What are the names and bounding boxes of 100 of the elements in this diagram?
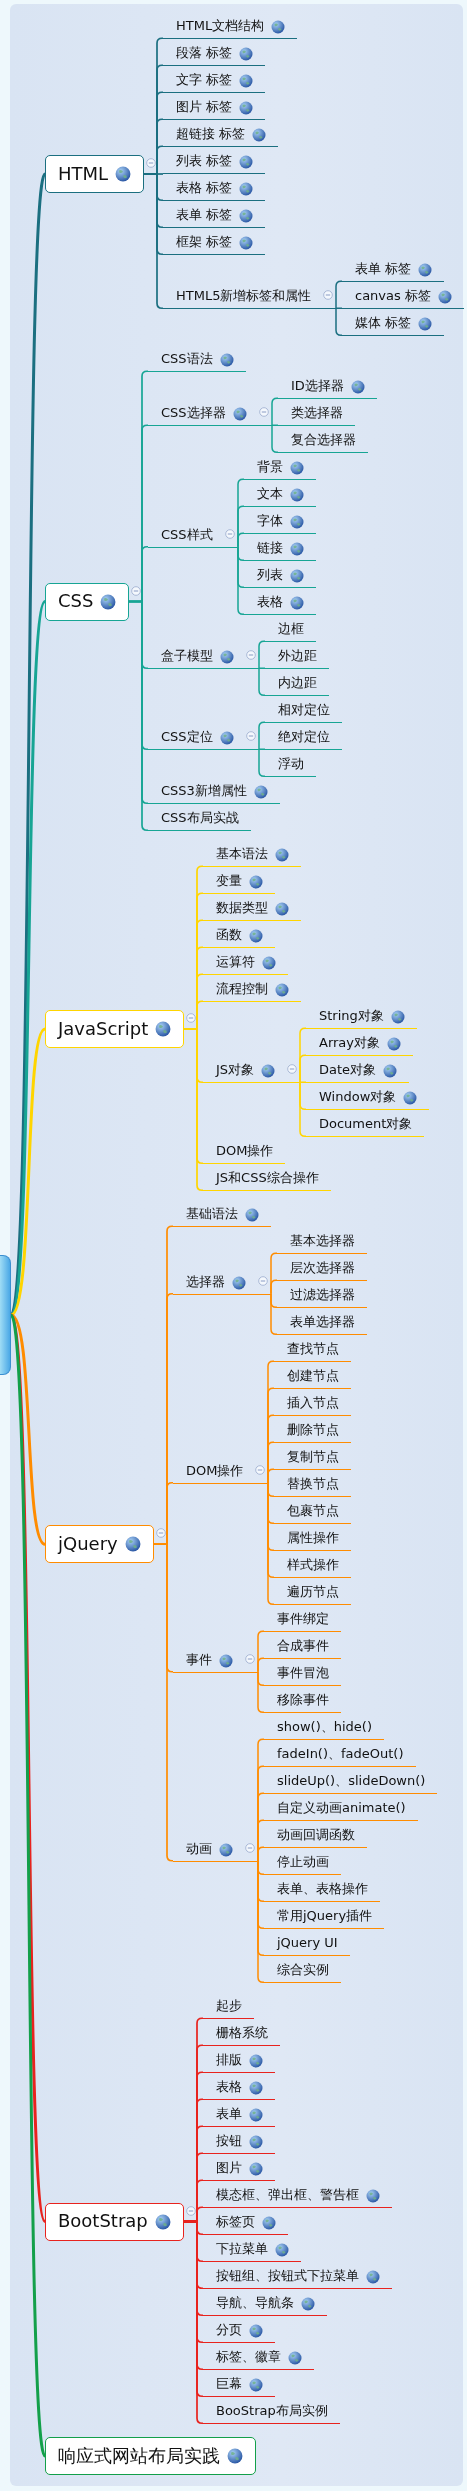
topic-label: fadeIn()、fadeOut() [277,1747,404,1762]
branch-line [299,1081,307,1137]
topic-label: 起步 [216,1999,242,2014]
topic-label: 绝对定位 [278,730,330,745]
topic-label: 巨幕 [216,2377,242,2392]
main-topic-box [45,2202,184,2241]
branch-line [258,667,266,669]
topic-label: 复合选择器 [291,433,356,448]
topic-label: canvas 标签 [355,289,431,304]
branch-line [9,1314,47,2457]
topic-label: 下拉菜单 [216,2242,268,2257]
branch-line [9,601,47,1316]
topic-label: show()、hide() [277,1720,372,1735]
topic-label: 变量 [216,874,242,889]
branch-line [237,532,245,548]
branch-line [267,1482,275,1605]
topic-label: 函数 [216,928,242,943]
branch-line [237,546,245,615]
branch-line [257,1657,265,1673]
topic-label: 导航、导航条 [216,2296,294,2311]
topic-label: 数据类型 [216,901,268,916]
topic-label: 创建节点 [287,1369,339,1384]
main-topic-box [45,1010,185,1048]
topic-label: 常用jQuery插件 [277,1909,373,1924]
topic-label: HTML [58,163,109,185]
topic-label: BootStrap [58,2211,148,2232]
topic-label: 模态框、弹出框、警告框 [216,2188,359,2203]
topic-label: DOM操作 [186,1463,244,1479]
branch-line [271,424,279,453]
topic-label: 表格 标签 [176,181,233,196]
topic-label: 表单、表格操作 [277,1882,368,1897]
topic-label: 遍历节点 [287,1585,339,1600]
topic-label: 表单 [216,2107,242,2122]
topic-label: 运算符 [216,955,255,970]
topic-label: 相对定位 [278,703,330,718]
topic-label: HTML文档结构 [176,19,265,34]
branch-line [267,1468,275,1484]
topic-label: 图片 [216,2161,242,2176]
topic-label: 综合实例 [277,1963,329,1978]
topic-label: 盒子模型 [161,649,213,664]
topic-label: 按钮组、按钮式下拉菜单 [216,2269,359,2284]
topic-label: 响应式网站布局实践 [58,2445,220,2467]
topic-label: jQuery UI [277,1936,338,1951]
topic-label: 边框 [278,622,304,637]
topic-label: 事件 [186,1652,212,1668]
topic-label: CSS3新增属性 [161,784,247,799]
topic-label: 段落 标签 [176,46,233,61]
topic-label: 表单 标签 [355,262,412,277]
branch-line [9,1028,47,1316]
topic-label: CSS选择器 [161,406,226,421]
topic-label: 文字 标签 [176,73,233,88]
topic-label: 列表 [257,568,283,583]
topic-label: 链接 [257,541,283,556]
branch-line [270,1293,278,1335]
topic-label: 超链接 标签 [176,127,246,142]
topic-label: 动画回调函数 [277,1828,355,1843]
topic-label: 属性操作 [287,1531,339,1546]
topic-label: jQuery [58,1533,118,1555]
branch-line [335,307,343,309]
branch-line [299,1081,307,1083]
root-topic-box [0,1255,11,1375]
topic-label: Document对象 [319,1117,413,1132]
topic-label: 样式操作 [287,1558,339,1573]
topic-label: 停止动画 [277,1855,329,1870]
topic-label: BooStrap布局实例 [216,2404,328,2419]
branch-line [271,424,279,426]
topic-label: 选择器 [186,1274,225,1290]
topic-label: 标签、徽章 [216,2350,281,2365]
branch-line [258,721,266,750]
branch-line [153,1543,174,1862]
topic-label: JS对象 [216,1063,255,1078]
topic-label: 背景 [257,460,283,475]
topic-label: 事件冒泡 [277,1666,329,1681]
branch-line [257,1671,265,1713]
branch-line [258,748,266,750]
branch-line [257,1860,265,1983]
branch-line [335,307,343,336]
topic-label: CSS布局实战 [161,811,239,826]
topic-label: JS和CSS综合操作 [216,1171,319,1186]
topic-label: 表格 [216,2080,242,2095]
branch-line [183,1028,204,1192]
branch-line [299,1054,307,1083]
topic-label: Array对象 [319,1036,380,1051]
topic-label: 事件绑定 [277,1612,329,1627]
topic-label: 基础语法 [186,1207,238,1222]
branch-line [143,173,164,310]
topic-label: 移除事件 [277,1693,329,1708]
topic-label: 替换节点 [287,1477,339,1492]
topic-label: Date对象 [319,1063,377,1078]
main-topic-box [45,582,130,621]
topic-label: CSS语法 [161,352,213,367]
topic-label: 合成事件 [277,1639,329,1654]
branch-line [257,1846,265,1862]
topic-label: 图片 标签 [176,100,233,115]
branch-line [270,1279,278,1295]
topic-label: 列表 标签 [176,154,233,169]
topic-label: 层次选择器 [290,1261,355,1276]
topic-label: CSS [58,591,94,612]
branch-line [335,280,343,309]
branch-line [9,173,47,1316]
